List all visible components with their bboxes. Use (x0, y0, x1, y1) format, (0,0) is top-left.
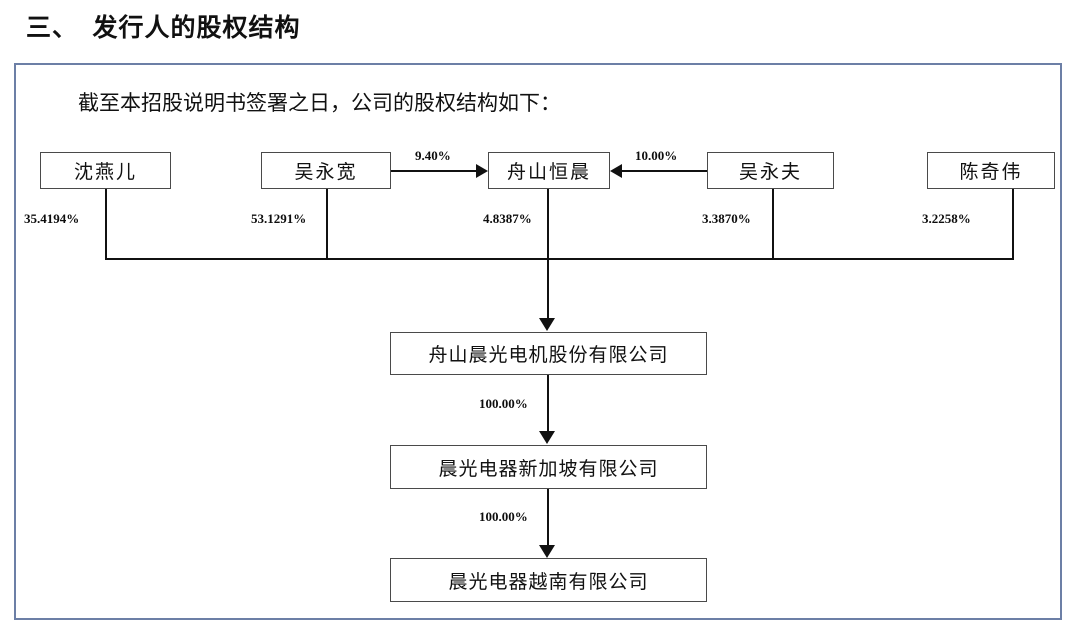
edge-wu-yongkuan-to-hengchen-arrowhead (476, 164, 488, 178)
drop-shen-yaner (105, 189, 107, 259)
node-wu-yongfu[interactable]: 吴永夫 (707, 152, 834, 189)
edge-singapore-to-vietnam-line (547, 489, 549, 549)
ownership-structure-diagram: 沈燕儿 吴永宽 舟山恒晨 吴永夫 陈奇伟 9.40% 10.00% 35.419… (16, 65, 1064, 622)
pct-singapore-to-vietnam: 100.00% (479, 509, 528, 524)
pct-wu-yongkuan-to-hengchen: 9.40% (415, 148, 451, 163)
node-chen-qiwei[interactable]: 陈奇伟 (927, 152, 1055, 189)
edge-wu-yongfu-to-hengchen-line (622, 170, 707, 172)
edge-issuer-to-singapore-arrowhead (539, 431, 555, 444)
page-title: 三、 发行人的股权结构 (26, 15, 301, 42)
node-zhoushan-hengchen[interactable]: 舟山恒晨 (488, 152, 610, 189)
edge-wu-yongfu-to-hengchen-arrowhead (610, 164, 622, 178)
pct-issuer-to-singapore: 100.00% (479, 396, 528, 411)
shareholder-bus-bar (105, 258, 1014, 260)
drop-zhoushan-hengchen (547, 189, 549, 259)
drop-wu-yongkuan (326, 189, 328, 259)
edge-issuer-to-singapore-line (547, 375, 549, 435)
node-vietnam-subsidiary[interactable]: 晨光电器越南有限公司 (390, 558, 707, 602)
drop-chen-qiwei (1012, 189, 1014, 259)
pct-shen-yaner: 35.4194% (24, 211, 80, 226)
node-shen-yaner[interactable]: 沈燕儿 (40, 152, 171, 189)
intro-paragraph: 截至本招股说明书签署之日，公司的股权结构如下： (78, 91, 561, 115)
pct-chen-qiwei: 3.2258% (922, 211, 971, 226)
pct-zhoushan-hengchen: 4.8387% (483, 211, 532, 226)
edge-wu-yongkuan-to-hengchen-line (391, 170, 476, 172)
node-wu-yongkuan[interactable]: 吴永宽 (261, 152, 391, 189)
pct-wu-yongfu-to-hengchen: 10.00% (635, 148, 678, 163)
pct-wu-yongfu: 3.3870% (702, 211, 751, 226)
figure-panel: 截至本招股说明书签署之日，公司的股权结构如下： 沈燕儿 吴永宽 舟山恒晨 吴永夫… (14, 63, 1062, 620)
edge-singapore-to-vietnam-arrowhead (539, 545, 555, 558)
edge-bus-to-issuer-arrowhead (539, 318, 555, 331)
drop-wu-yongfu (772, 189, 774, 259)
node-singapore-subsidiary[interactable]: 晨光电器新加坡有限公司 (390, 445, 707, 489)
pct-wu-yongkuan: 53.1291% (251, 211, 307, 226)
edge-bus-to-issuer-line (547, 258, 549, 323)
node-issuer[interactable]: 舟山晨光电机股份有限公司 (390, 332, 707, 375)
